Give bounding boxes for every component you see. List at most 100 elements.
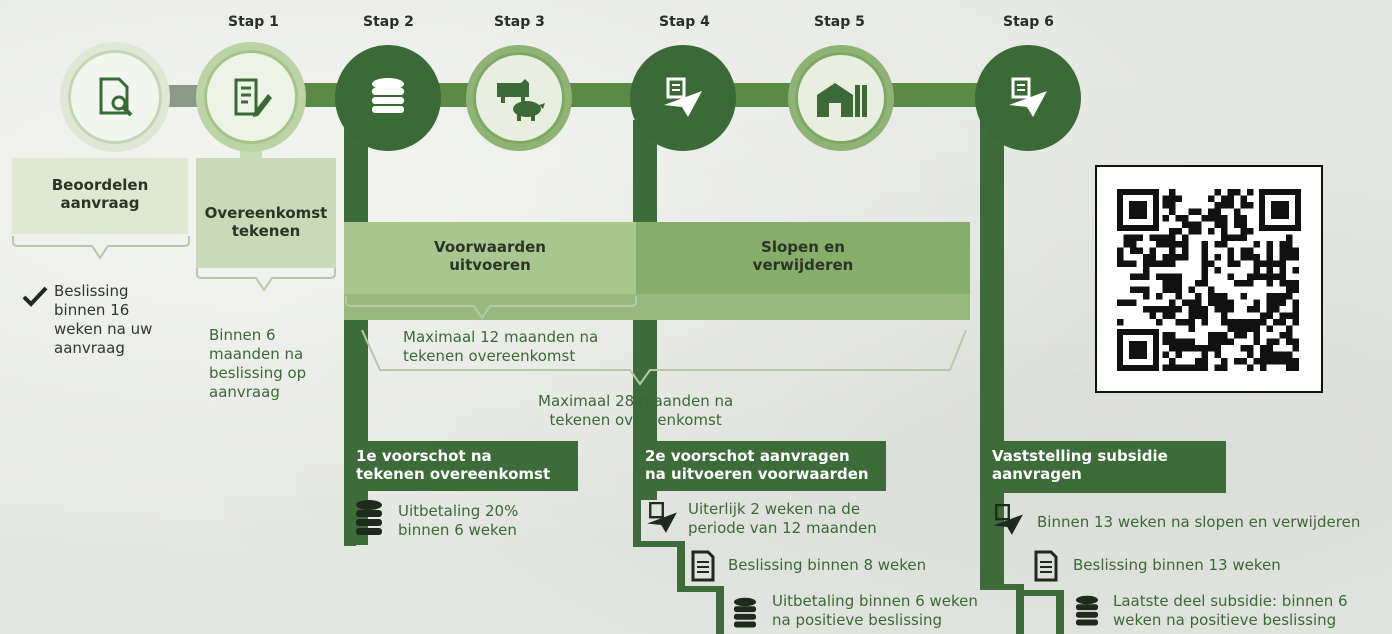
qr-module [1214, 202, 1221, 209]
qr-module [1175, 351, 1182, 358]
qr-module [1123, 260, 1130, 267]
qr-module [1273, 358, 1280, 365]
qr-module [1286, 280, 1293, 287]
qr-module [1286, 286, 1293, 293]
qr-module [1182, 241, 1189, 248]
qr-module [1286, 358, 1293, 365]
stair-stap4-e [716, 586, 724, 634]
step4-circle [630, 45, 736, 151]
qr-module [1234, 260, 1241, 267]
step-label-1: Stap 1 [228, 14, 279, 30]
qr-module [1279, 312, 1286, 319]
coins-icon [1075, 595, 1099, 626]
qr-module [1240, 345, 1247, 352]
step2-circle [335, 45, 441, 151]
qr-code-pattern [1117, 189, 1301, 371]
qr-module [1195, 358, 1202, 365]
qr-module [1214, 351, 1221, 358]
qr-module [1188, 208, 1195, 215]
qr-module [1169, 312, 1176, 319]
qr-module [1234, 358, 1241, 365]
note-line: maanden na [209, 345, 304, 363]
qr-module [1279, 280, 1286, 287]
qr-module [1169, 273, 1176, 280]
qr-module [1240, 325, 1247, 332]
stair-stap4-a [633, 495, 641, 543]
qr-modules [1117, 189, 1299, 371]
qr-module [1143, 293, 1150, 300]
qr-module [1156, 273, 1163, 280]
qr-module [1266, 338, 1273, 345]
stem-stap2-foot [344, 540, 356, 546]
note-line: weken na positieve beslissing [1113, 611, 1337, 629]
qr-module [1201, 267, 1208, 274]
qr-module [1266, 247, 1273, 254]
qr-module [1169, 254, 1176, 261]
qr-module [1182, 215, 1189, 222]
qr-module [1175, 280, 1182, 287]
qr-module [1253, 260, 1260, 267]
beoordelen-bracket [12, 236, 190, 260]
qr-module [1130, 234, 1137, 241]
qr-module [1253, 319, 1260, 326]
qr-module [1240, 221, 1247, 228]
qr-module [1201, 241, 1208, 248]
qr-module [1253, 299, 1260, 306]
qr-module [1143, 306, 1150, 313]
qr-module [1214, 293, 1221, 300]
qr-module [1143, 273, 1150, 280]
voorwaarden-line2: uitvoeren [449, 256, 531, 274]
note-line: Binnen 6 [209, 326, 276, 344]
qr-module [1273, 319, 1280, 326]
qr-module [1292, 319, 1299, 326]
step-label-5: Stap 5 [814, 14, 865, 30]
step-label-4: Stap 4 [659, 14, 710, 30]
qr-module [1156, 260, 1163, 267]
voorwaarden-line1: Voorwaarden [434, 238, 546, 256]
stair-stap4-b [633, 541, 683, 547]
qr-module [1162, 241, 1169, 248]
qr-module [1195, 280, 1202, 287]
qr-code[interactable] [1095, 165, 1323, 393]
qr-module [1149, 234, 1156, 241]
send-document-icon [647, 501, 677, 533]
qr-module [1286, 325, 1293, 332]
note-line: aanvraag [54, 339, 125, 357]
qr-module [1117, 247, 1124, 254]
beslissing-16-note: Beslissing binnen 16 weken na uw aanvraa… [54, 282, 152, 358]
qr-module [1123, 241, 1130, 248]
qr-module [1162, 254, 1169, 261]
qr-module [1260, 364, 1267, 371]
qr-module [1292, 306, 1299, 313]
qr-module [1208, 299, 1215, 306]
qr-module [1188, 364, 1195, 371]
qr-module [1175, 364, 1182, 371]
slopen-line1: Slopen en [761, 238, 845, 256]
qr-module [1169, 299, 1176, 306]
qr-module [1169, 280, 1176, 287]
qr-module [1247, 325, 1254, 332]
qr-module [1162, 215, 1169, 222]
qr-module [1162, 364, 1169, 371]
qr-module [1162, 234, 1169, 241]
qr-module [1123, 299, 1130, 306]
overeenkomst-title: Overeenkomst tekenen [196, 204, 336, 240]
step3-circle [466, 45, 572, 151]
step-label-3: Stap 3 [494, 14, 545, 30]
qr-module [1279, 332, 1286, 339]
qr-module [1156, 319, 1163, 326]
qr-module [1253, 358, 1260, 365]
overeenkomst-line2: tekenen [231, 222, 301, 240]
voorwaarden-box [344, 222, 636, 294]
qr-module [1162, 195, 1169, 202]
qr-module [1195, 299, 1202, 306]
qr-module [1130, 260, 1137, 267]
qr-module [1156, 306, 1163, 313]
qr-module [1169, 195, 1176, 202]
qr-module [1279, 267, 1286, 274]
qr-module [1136, 273, 1143, 280]
qr-module [1221, 358, 1228, 365]
qr-module [1175, 273, 1182, 280]
qr-module [1247, 319, 1254, 326]
qr-module [1162, 273, 1169, 280]
